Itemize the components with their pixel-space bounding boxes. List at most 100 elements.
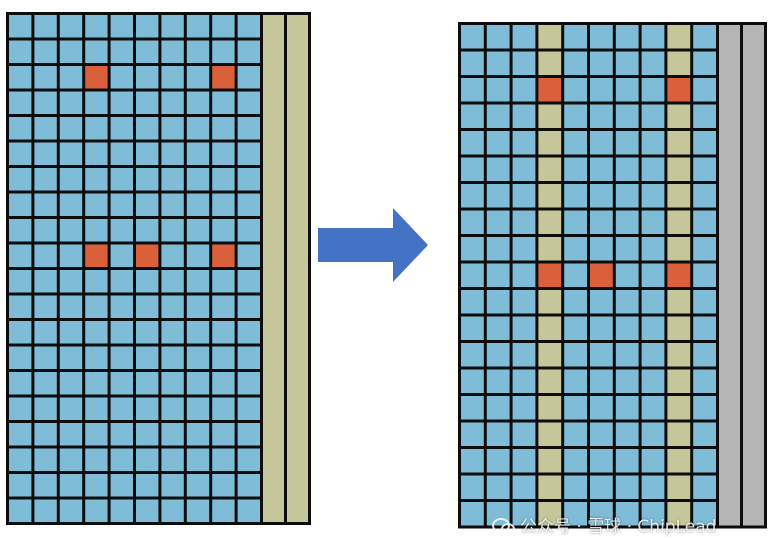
memory-cell [486, 316, 510, 340]
memory-cell [85, 40, 108, 63]
memory-cell [237, 372, 260, 395]
memory-cell [512, 475, 536, 499]
memory-cell [693, 316, 716, 340]
memory-cell [641, 51, 665, 75]
memory-cell [9, 346, 32, 369]
faulty-cell [136, 244, 159, 267]
memory-cell [590, 502, 613, 526]
memory-cell [615, 369, 639, 393]
memory-cell [110, 397, 133, 420]
memory-cell [564, 78, 587, 102]
memory-cell [486, 51, 510, 75]
reserved-cell [538, 449, 562, 473]
memory-cell [110, 219, 133, 242]
memory-cell [461, 502, 484, 526]
reserved-cell [538, 25, 562, 49]
memory-cell [136, 15, 159, 38]
memory-cell [590, 78, 613, 102]
memory-cell [615, 78, 639, 102]
memory-cell [59, 66, 83, 89]
memory-cell [461, 475, 484, 499]
memory-cell [564, 449, 587, 473]
memory-cell [461, 237, 484, 261]
memory-cell [212, 219, 235, 242]
memory-cell [59, 321, 83, 344]
memory-cell [564, 369, 587, 393]
memory-cell [641, 263, 665, 287]
memory-cell [237, 244, 260, 267]
reserved-cell [538, 502, 562, 526]
memory-cell [615, 131, 639, 155]
memory-cell [693, 502, 716, 526]
memory-cell [85, 193, 108, 216]
memory-cell [615, 25, 639, 49]
memory-cell [461, 343, 484, 367]
memory-cell [85, 474, 108, 497]
memory-cell [59, 168, 83, 191]
memory-cell [136, 346, 159, 369]
memory-cell [237, 448, 260, 471]
memory-cell [161, 499, 184, 522]
memory-cell [237, 168, 260, 191]
memory-cell [564, 210, 587, 234]
reserved-cell [538, 475, 562, 499]
memory-cell [136, 219, 159, 242]
memory-cell [615, 449, 639, 473]
memory-cell [461, 51, 484, 75]
wechat-icon [492, 516, 515, 535]
memory-cell [693, 78, 716, 102]
memory-cell [486, 25, 510, 49]
memory-cell [186, 423, 210, 446]
memory-cell [590, 422, 613, 446]
memory-cell [34, 193, 57, 216]
memory-cell [512, 104, 536, 128]
memory-cell [136, 270, 159, 293]
memory-cell [590, 25, 613, 49]
memory-cell [486, 263, 510, 287]
memory-cell [693, 237, 716, 261]
memory-cell [136, 66, 159, 89]
memory-cell [85, 499, 108, 522]
memory-cell [641, 475, 665, 499]
reserved-cell [667, 449, 691, 473]
memory-cell [590, 184, 613, 208]
memory-cell [461, 131, 484, 155]
memory-cell [461, 449, 484, 473]
memory-cell [693, 210, 716, 234]
memory-cell [34, 295, 57, 318]
memory-cell [9, 66, 32, 89]
memory-cell [590, 449, 613, 473]
memory-cell [461, 184, 484, 208]
memory-cell [59, 244, 83, 267]
memory-cell [590, 51, 613, 75]
memory-cell [59, 474, 83, 497]
memory-cell [34, 91, 57, 114]
memory-cell [641, 78, 665, 102]
memory-cell [615, 237, 639, 261]
memory-cell [9, 372, 32, 395]
memory-cell [136, 168, 159, 191]
reserved-cell [538, 210, 562, 234]
memory-cell [186, 448, 210, 471]
reserved-cell [667, 396, 691, 420]
memory-cell [136, 499, 159, 522]
memory-cell [461, 396, 484, 420]
memory-cell [59, 15, 83, 38]
memory-cell [186, 117, 210, 140]
memory-cell [641, 343, 665, 367]
memory-cell [590, 131, 613, 155]
memory-cell [85, 448, 108, 471]
memory-cell [34, 244, 57, 267]
memory-cell [110, 448, 133, 471]
memory-cell [212, 397, 235, 420]
memory-cell [564, 263, 587, 287]
memory-cell [110, 244, 133, 267]
memory-cell [486, 104, 510, 128]
faulty-cell [538, 78, 562, 102]
memory-cell [486, 184, 510, 208]
memory-cell [641, 369, 665, 393]
memory-cell [161, 40, 184, 63]
memory-cell [110, 40, 133, 63]
memory-cell [9, 117, 32, 140]
